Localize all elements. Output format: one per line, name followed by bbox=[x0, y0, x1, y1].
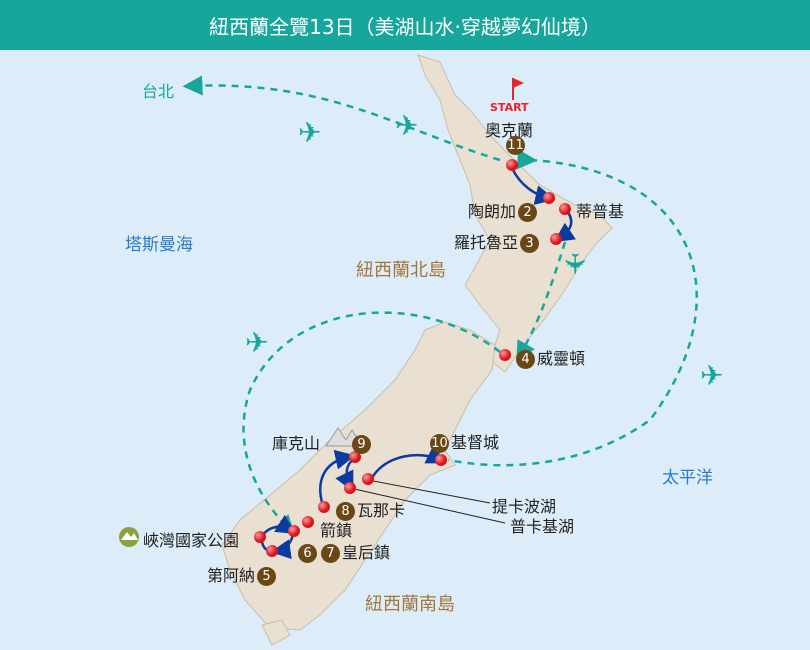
airplane-icon: ✈ ✈ ✈ ✈ ✈ bbox=[245, 109, 723, 392]
day-badge: 11 bbox=[506, 136, 525, 155]
pacific-ocean-label: 太平洋 bbox=[662, 468, 713, 488]
stop-auckland: 奧克蘭 bbox=[485, 121, 534, 140]
stop-te-puke: 蒂普基 bbox=[576, 202, 625, 221]
svg-text:✈: ✈ bbox=[395, 109, 418, 142]
south-island-label: 紐西蘭南島 bbox=[365, 594, 455, 615]
markers bbox=[254, 159, 571, 557]
stewart-island bbox=[261, 619, 291, 646]
svg-text:✈: ✈ bbox=[245, 326, 268, 359]
tasman-sea-label: 塔斯曼海 bbox=[125, 235, 193, 255]
svg-text:✈: ✈ bbox=[298, 116, 321, 149]
page-title: 紐西蘭全覽13日（美湖山水‧穿越夢幻仙境） bbox=[0, 0, 810, 50]
stop-arrowtown: 箭鎮 bbox=[320, 521, 353, 540]
flag-icon bbox=[512, 78, 524, 100]
svg-text:✈: ✈ bbox=[558, 252, 591, 275]
stop-fiordland: 峽灣國家公園 bbox=[143, 531, 240, 550]
park-icon bbox=[119, 527, 139, 547]
origin-taipei: 台北 bbox=[142, 82, 175, 101]
stop-lake-pukaki: 普卡基湖 bbox=[510, 517, 575, 536]
north-island-label: 紐西蘭北島 bbox=[356, 260, 446, 281]
svg-text:✈: ✈ bbox=[700, 359, 723, 392]
start-label: START bbox=[490, 101, 529, 114]
stop-lake-tekapo: 提卡波湖 bbox=[492, 497, 557, 516]
